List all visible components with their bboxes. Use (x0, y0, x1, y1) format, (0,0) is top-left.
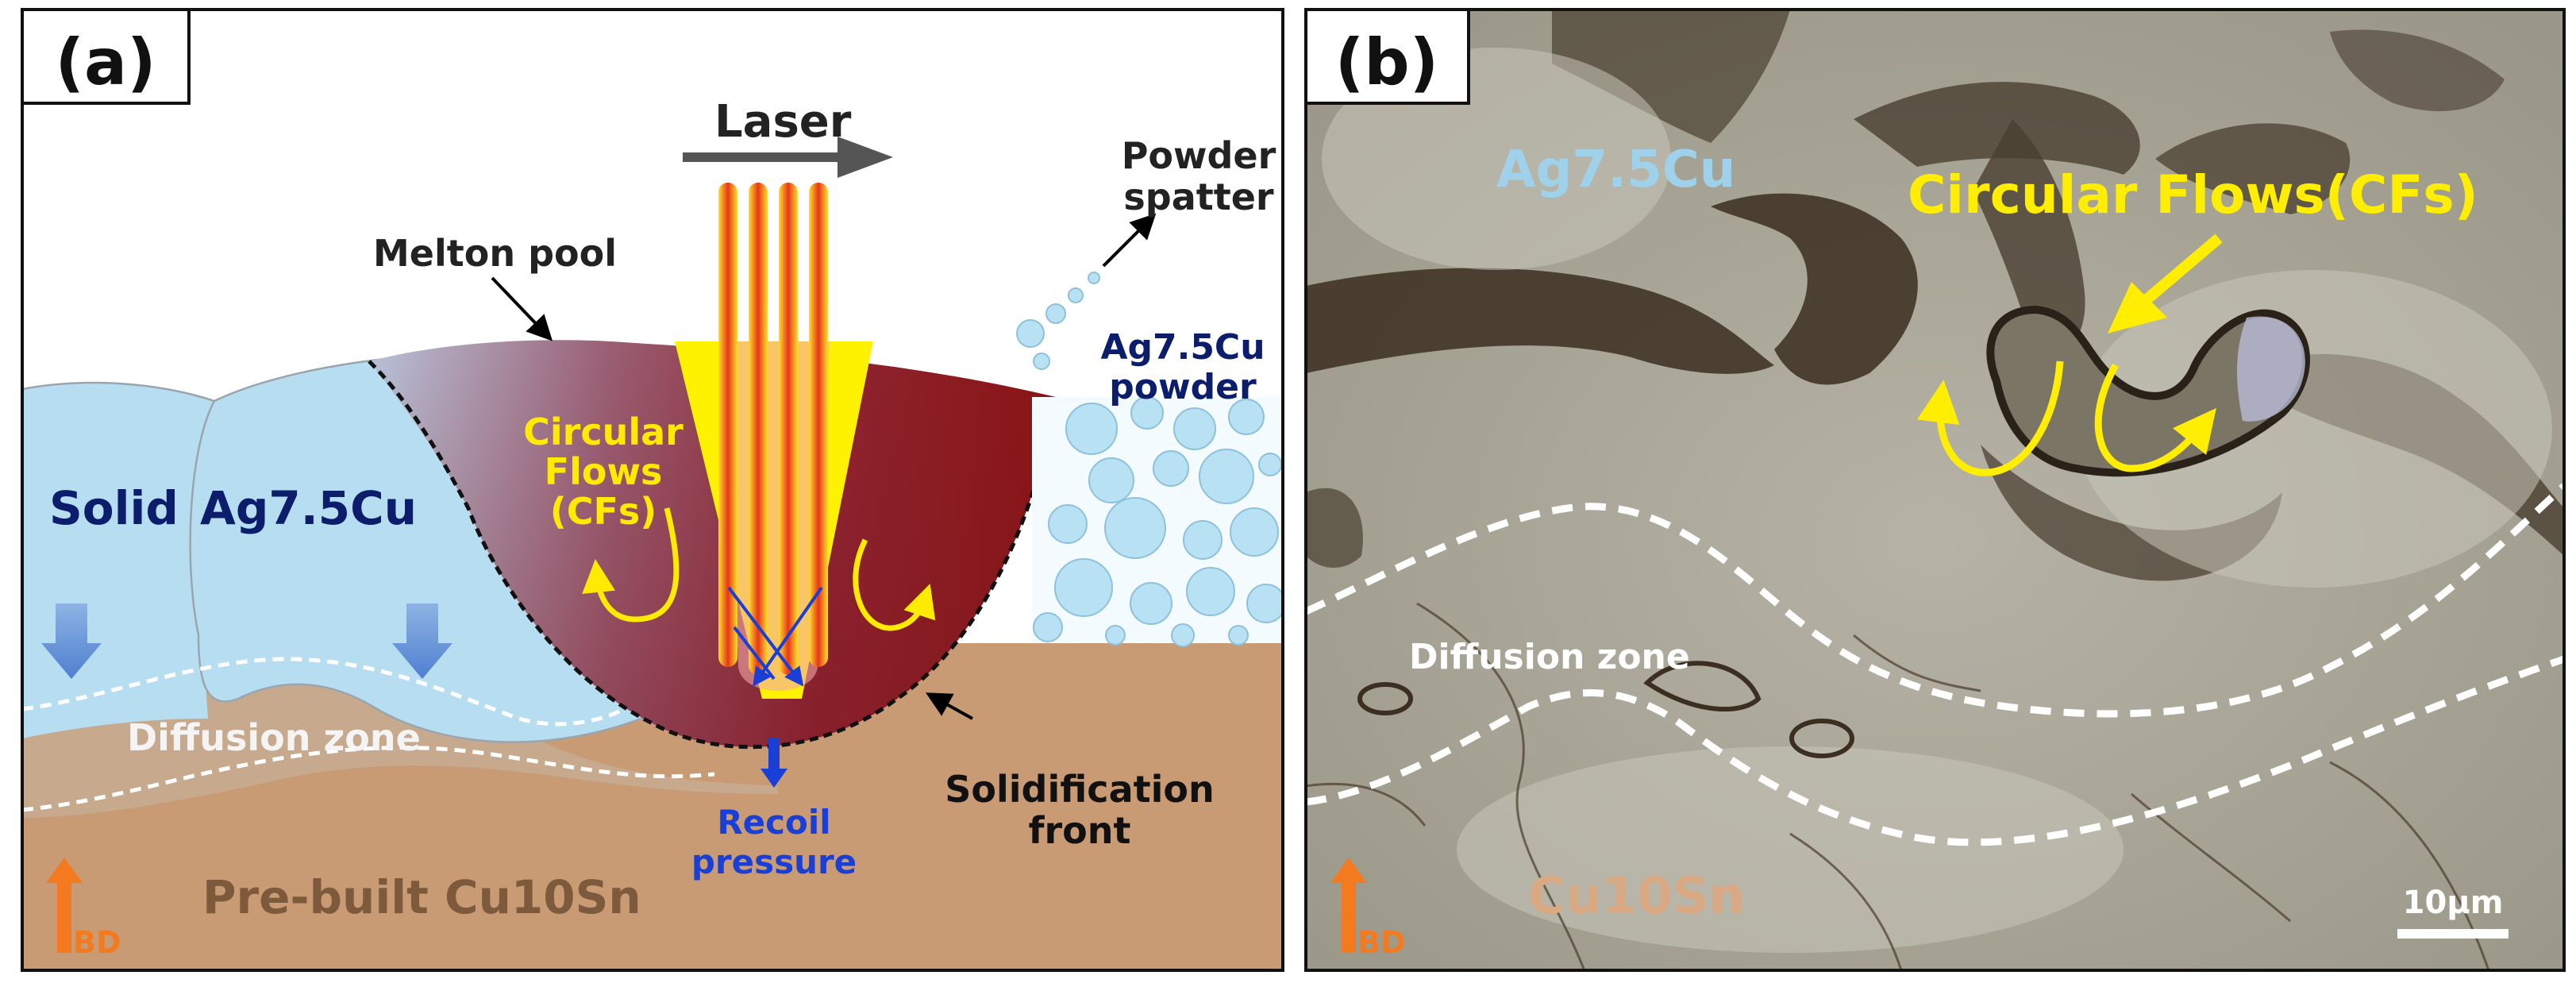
panel-a-tag: (a) (55, 25, 156, 99)
laser-label: Laser (714, 96, 852, 148)
cf-label-1: Circular (523, 411, 683, 453)
callout-pointers (491, 213, 1157, 720)
diffusion-boundary-upper-b (1306, 483, 2564, 718)
schematic-canvas: (a) Laser Powder spatter Melton pool Ag7… (21, 8, 1284, 972)
recoil-pressure-arrow (760, 738, 787, 788)
scale-bar (2397, 929, 2509, 939)
bd-label-a: BD (73, 925, 121, 960)
build-direction-arrow (46, 858, 83, 953)
laser-beams (718, 183, 828, 675)
panel-a-frame (21, 8, 1284, 972)
powder-spatter-particles (1016, 272, 1100, 370)
solidification-label-1: Solidification (945, 768, 1214, 811)
panel-b-frame (1304, 8, 2566, 972)
laser-direction-arrow (683, 137, 893, 178)
diffusion-boundary-lower (22, 746, 715, 812)
diffusion-zone-label-a: Diffusion zone (127, 716, 421, 759)
bd-label-b: BD (1357, 925, 1406, 960)
panel-b-micrograph: (b) Ag7.5Cu Circular Flows(CFs) Diffusio… (1298, 0, 2576, 983)
recoil-label-2: pressure (691, 842, 857, 881)
ag-powder-label-2: powder (1109, 367, 1257, 407)
melton-pool-label: Melton pool (373, 232, 617, 275)
prebuilt-label: Pre-built Cu10Sn (202, 870, 641, 924)
shrinkage-arrows (41, 603, 452, 679)
solidification-front-line (368, 360, 1058, 750)
swirl-grain (1986, 305, 2310, 477)
powder-bed (1032, 396, 1283, 647)
panel-a-schematic: (a) Laser Powder spatter Melton pool Ag7… (0, 0, 1286, 983)
recoil-label-1: Recoil (717, 803, 830, 842)
diffusion-boundary-upper (22, 657, 629, 727)
circular-flow-arrows (582, 507, 936, 631)
solid-track-1 (22, 383, 214, 738)
cf-label-3: (CFs) (550, 490, 657, 533)
scale-bar-label: 10μm (2403, 885, 2504, 921)
cf-pointer-arrow (2108, 233, 2223, 333)
beam-reflections (727, 586, 823, 687)
solidification-label-2: front (1028, 809, 1130, 852)
ag-powder-label-1: Ag7.5Cu (1100, 327, 1265, 368)
build-direction-arrow-b (1330, 858, 1367, 953)
panel-b-tag: (b) (1335, 25, 1438, 99)
cf-label-2: Flows (545, 450, 663, 493)
cf-flow-arrows (1916, 360, 2216, 476)
micrograph-canvas: (b) Ag7.5Cu Circular Flows(CFs) Diffusio… (1304, 8, 2566, 972)
cf-label-b: Circular Flows(CFs) (1908, 164, 2478, 226)
diffusion-zone-label-b: Diffusion zone (1409, 637, 1690, 677)
light-grain-features (1322, 48, 2552, 953)
powder-spatter-label-2: spatter (1123, 175, 1274, 218)
solid-label: Solid (49, 481, 179, 535)
panel-a-tag-box (21, 8, 191, 105)
solid-alloy-label: Ag7.5Cu (200, 481, 417, 535)
powder-spatter-label-1: Powder (1122, 134, 1276, 177)
inclusion-features (1357, 661, 1854, 758)
cu10sn-label-b: Cu10Sn (1528, 867, 1745, 926)
ag-alloy-label-b: Ag7.5Cu (1496, 141, 1735, 199)
diffusion-band (22, 663, 778, 818)
diffusion-boundary-lower-b (1306, 655, 2564, 846)
panel-b-tag-box (1304, 8, 1470, 105)
